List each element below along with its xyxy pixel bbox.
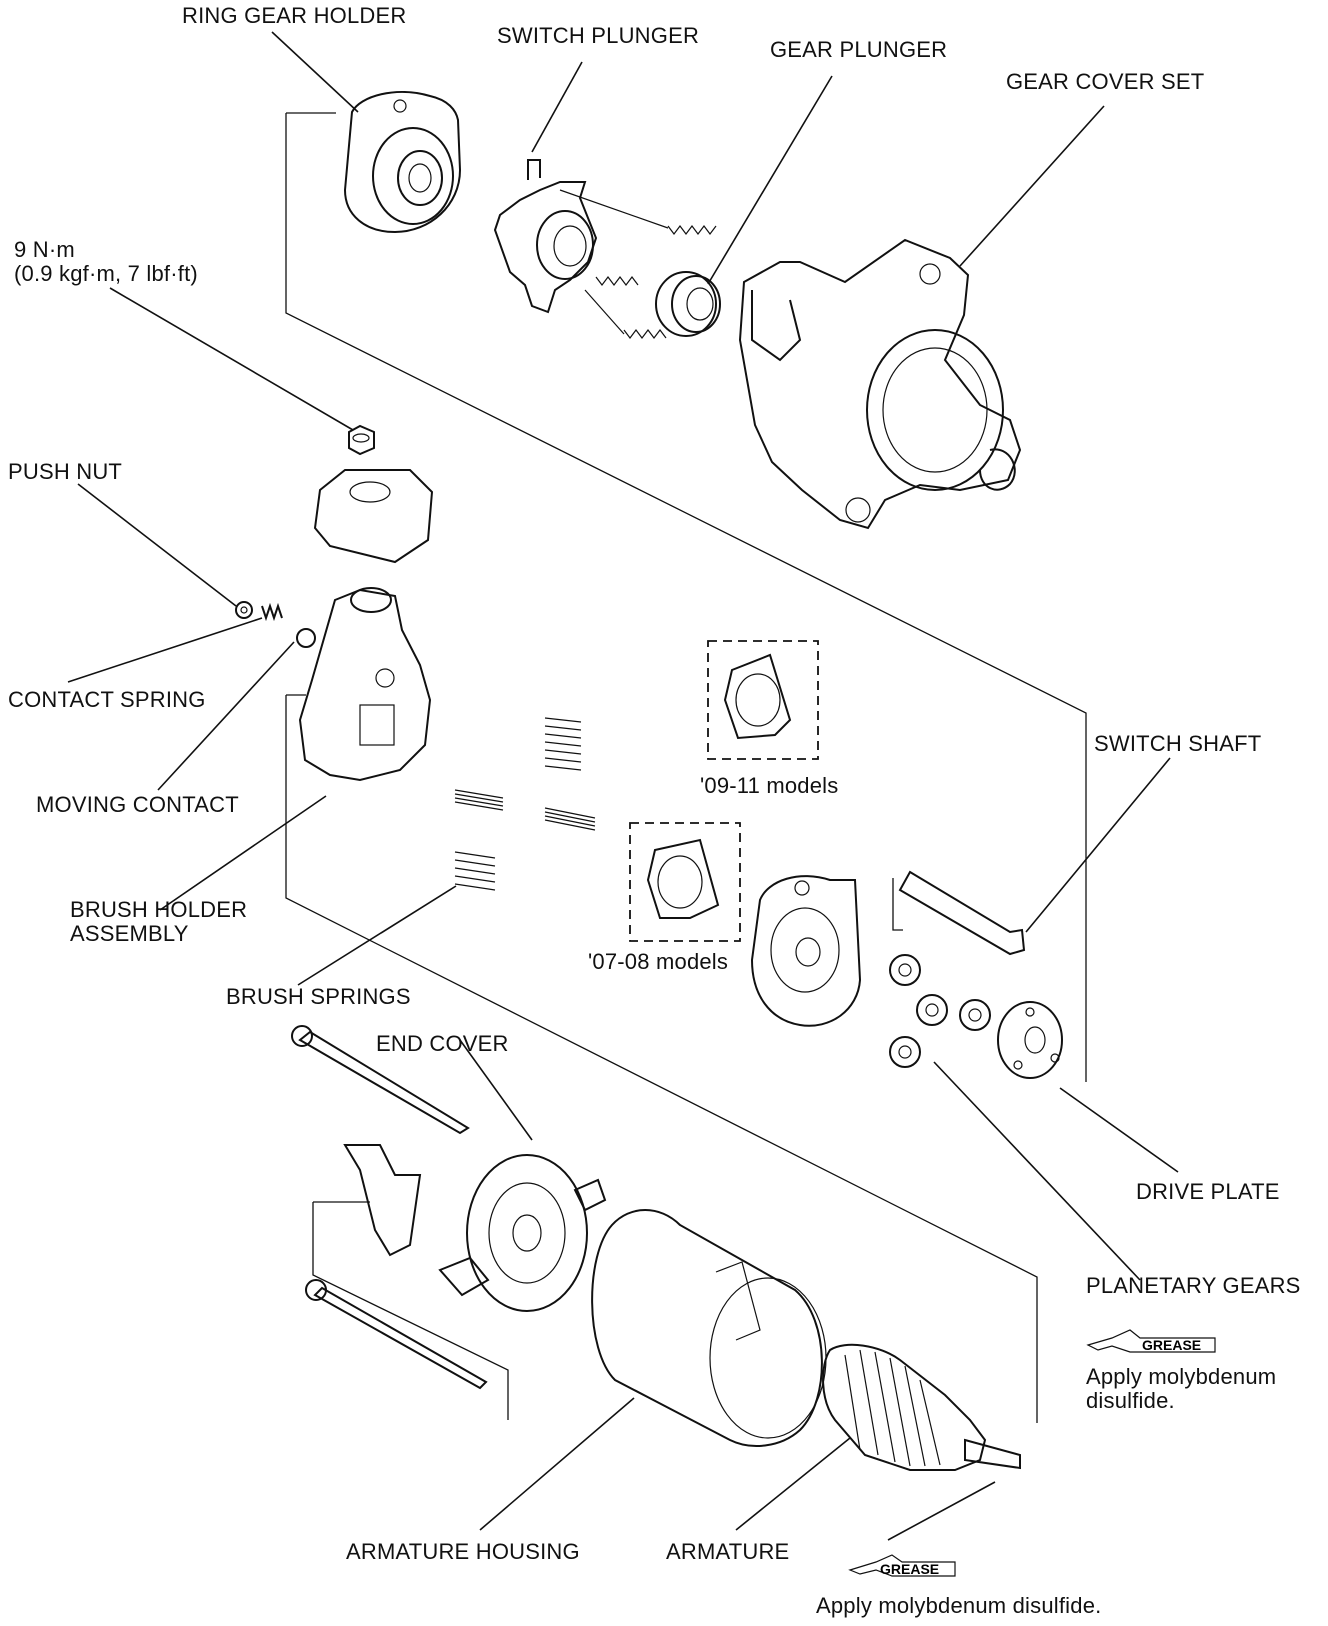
models-09-11-label: '09-11 models — [700, 773, 839, 798]
end-cover-label: END COVER — [376, 1031, 509, 1056]
push-nut-part — [235, 601, 253, 619]
plunger-springs — [559, 189, 717, 339]
brush-springs-label: BRUSH SPRINGS — [226, 984, 411, 1009]
gear-cover-set-part — [738, 238, 1022, 530]
ring-gear-holder-label: RING GEAR HOLDER — [182, 3, 407, 28]
internal-gear-plate-part — [750, 875, 862, 1027]
armature-housing-part — [591, 1209, 827, 1447]
planetary-gears-part — [889, 954, 991, 1068]
leader-lines — [67, 31, 1179, 1541]
ring-gear-holder-part — [343, 91, 462, 234]
push-nut-label: PUSH NUT — [8, 459, 123, 484]
armature-part — [822, 1343, 1021, 1471]
planetary-gears-label: PLANETARY GEARS — [1086, 1273, 1301, 1298]
plate-09-11-part — [723, 653, 792, 740]
switch-shaft-label: SWITCH SHAFT — [1094, 731, 1262, 756]
brush-cover-part — [313, 469, 434, 564]
torque-value-imperial-label: (0.9 kgf·m, 7 lbf·ft) — [14, 261, 198, 286]
assembly-frame-lines — [285, 112, 1087, 1423]
grease-label: GREASE — [1142, 1337, 1201, 1353]
drive-plate-part — [997, 1001, 1063, 1079]
gear-plunger-part — [655, 271, 721, 337]
brush-holder-assembly-part — [298, 587, 432, 782]
brush-holder-assembly-label: BRUSH HOLDER ASSEMBLY — [70, 897, 248, 946]
armature-housing-label: ARMATURE HOUSING — [346, 1539, 580, 1564]
apply-molybdenum-note-1: Apply molybdenum disulfide. — [1086, 1364, 1277, 1413]
torque-nut-part — [348, 424, 375, 456]
models-07-08-label: '07-08 models — [588, 949, 729, 974]
plate-07-08-part — [646, 838, 720, 919]
contact-spring-part — [261, 602, 283, 622]
end-cover-part — [343, 1144, 607, 1312]
moving-contact-label: MOVING CONTACT — [36, 792, 239, 817]
contact-spring-label: CONTACT SPRING — [8, 687, 206, 712]
grease-gun-icon: GREASE — [1086, 1329, 1216, 1353]
apply-molybdenum-note-2: Apply molybdenum disulfide. — [816, 1593, 1102, 1618]
models-07-08-box — [629, 822, 741, 942]
torque-value-label: 9 N·m — [14, 237, 75, 262]
switch-plunger-part — [493, 159, 598, 314]
through-bolts-part — [291, 1025, 488, 1390]
switch-plunger-label: SWITCH PLUNGER — [497, 23, 700, 48]
grease-gun-icon: GREASE — [848, 1554, 956, 1577]
drive-plate-label: DRIVE PLATE — [1136, 1179, 1280, 1204]
models-09-11-box — [707, 640, 819, 760]
gear-plunger-label: GEAR PLUNGER — [770, 37, 948, 62]
gear-cover-set-label: GEAR COVER SET — [1006, 69, 1205, 94]
brush-springs-part — [454, 717, 596, 891]
switch-shaft-part — [898, 870, 1026, 956]
moving-contact-part — [296, 628, 316, 648]
grease-label: GREASE — [880, 1561, 939, 1577]
armature-label: ARMATURE — [666, 1539, 790, 1564]
